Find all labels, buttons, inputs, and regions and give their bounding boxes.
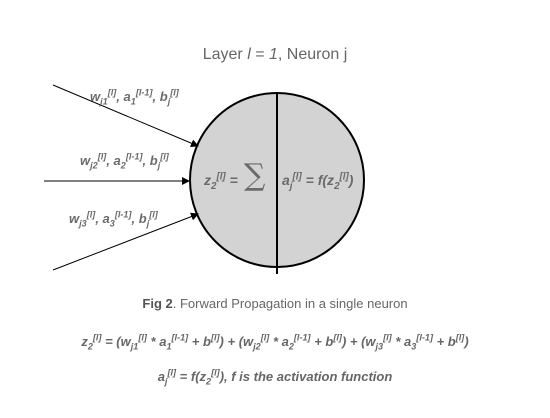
summation-label: z2[l] = xyxy=(204,171,238,192)
input-label-2: wj2[l], a2[l-1], bj[l] xyxy=(80,151,169,171)
input-label-3: wj3[l], a3[l-1], bj[l] xyxy=(69,209,158,229)
diagram-title: Layer l = 1, Neuron j xyxy=(202,46,348,63)
input-arrow-3 xyxy=(52,212,199,271)
activation-label: aj[l] = f(z2[l]) xyxy=(282,171,354,192)
sigma-symbol: ∑ xyxy=(244,158,266,193)
input-arrow-1 xyxy=(52,84,199,147)
figure-caption: Fig 2. Forward Propagation in a single n… xyxy=(142,296,408,311)
weighted-sum-equation: z2[l] = (wj1[l] * a1[l-1] + b[l]) + (wj2… xyxy=(81,332,469,352)
activation-equation: aj[l] = f(z2[l]), f is the activation fu… xyxy=(157,367,393,387)
input-label-1: wj1[l], a1[l-1], bj[l] xyxy=(90,87,179,107)
